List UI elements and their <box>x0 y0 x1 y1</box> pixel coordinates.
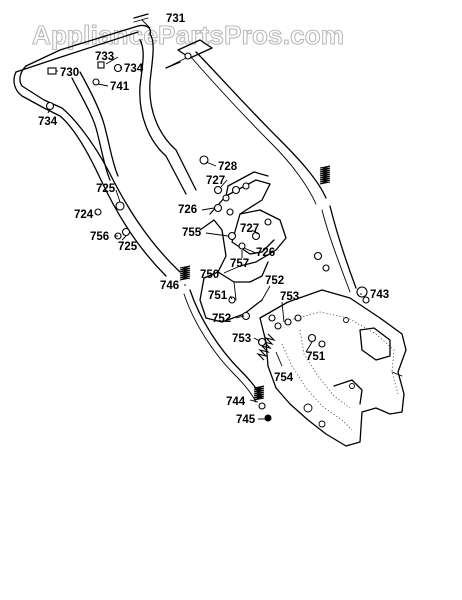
callout-734-left: 734 <box>38 116 58 128</box>
callout-744: 744 <box>226 396 246 408</box>
callout-756: 756 <box>90 231 109 243</box>
callout-725-lower: 725 <box>118 241 138 253</box>
callout-734-top: 734 <box>124 63 144 75</box>
callout-727-lower: 727 <box>240 223 259 235</box>
control-bracket <box>199 171 287 323</box>
callout-728: 728 <box>218 161 238 173</box>
callout-labels: 731 733 730 734 741 734 728 727 725 726 … <box>38 13 389 426</box>
callout-753-upper: 753 <box>280 291 299 303</box>
callout-751-upper: 751 <box>208 290 228 302</box>
callout-754: 754 <box>274 372 294 384</box>
handlebar-assembly <box>13 13 357 403</box>
callout-746: 746 <box>160 280 179 292</box>
callout-750: 750 <box>200 269 219 281</box>
callout-731: 731 <box>166 13 186 25</box>
callout-743: 743 <box>370 289 389 301</box>
callout-727-upper: 727 <box>206 175 225 187</box>
spring-center <box>256 333 276 361</box>
spring-left <box>179 265 191 281</box>
hardware <box>45 52 370 422</box>
callout-757: 757 <box>230 258 249 270</box>
callout-725-upper: 725 <box>96 183 116 195</box>
callout-730: 730 <box>60 67 79 79</box>
callout-733: 733 <box>95 51 114 63</box>
callout-724: 724 <box>74 209 94 221</box>
callout-753-lower: 753 <box>232 333 251 345</box>
base-plate <box>259 289 407 447</box>
callout-745: 745 <box>236 414 256 426</box>
callout-726-lower: 726 <box>256 247 275 259</box>
callout-752-lower: 752 <box>212 313 231 325</box>
callout-741: 741 <box>110 81 130 93</box>
watermark: AppliancePartsPros.com <box>32 20 344 50</box>
spring-upper-right <box>319 165 331 185</box>
callout-752-upper: 752 <box>265 275 284 287</box>
leader-lines <box>47 19 362 420</box>
callout-755: 755 <box>182 227 202 239</box>
callout-751-lower: 751 <box>306 351 326 363</box>
spring-lower-left <box>253 385 265 401</box>
callout-726-upper: 726 <box>178 204 197 216</box>
